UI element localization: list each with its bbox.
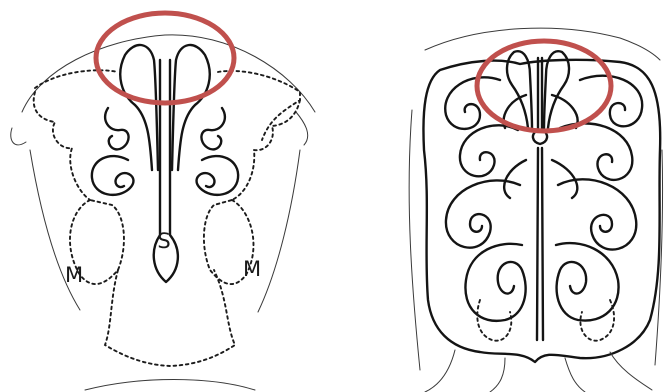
right-nasal-cross-section xyxy=(409,28,662,392)
left-turbinate-l-upper xyxy=(105,108,128,149)
left-cheek-outline-l xyxy=(11,128,26,145)
left-ethmoid-dashed-l xyxy=(34,92,90,200)
right-olfactory-lobe-r xyxy=(544,51,569,128)
left-chin-outline xyxy=(85,380,255,391)
left-lower-dashed-region xyxy=(105,270,235,366)
left-turbinate-r-lower xyxy=(197,156,239,195)
left-olfactory-lobe-l xyxy=(120,45,158,170)
right-scroll-r-4 xyxy=(556,243,619,320)
right-head-outline xyxy=(425,28,660,60)
right-scroll-l-1 xyxy=(445,77,500,129)
maxillary-label-right: M xyxy=(243,257,261,281)
left-ethmoid-dashed-r xyxy=(232,100,300,200)
left-turbinate-l-lower xyxy=(92,156,134,195)
left-nasal-cross-section: S M M xyxy=(11,13,315,390)
maxillary-label-left: M xyxy=(65,263,83,287)
right-scroll-r-3 xyxy=(558,179,636,249)
right-side-outline-l xyxy=(409,110,420,370)
right-lower-outline xyxy=(425,350,652,392)
right-scroll-l-2 xyxy=(460,125,518,176)
left-olfactory-lobe-r xyxy=(172,45,210,170)
right-scroll-l-4 xyxy=(465,244,525,321)
left-skull-outline xyxy=(22,35,315,112)
septum-label: S xyxy=(157,229,170,253)
left-olfactory-highlight-ring xyxy=(96,13,234,103)
left-turbinate-r-upper xyxy=(201,108,224,149)
left-cheek-outline-r xyxy=(296,112,308,145)
right-scroll-l-3 xyxy=(446,180,520,247)
left-lower-face-r xyxy=(258,150,300,312)
